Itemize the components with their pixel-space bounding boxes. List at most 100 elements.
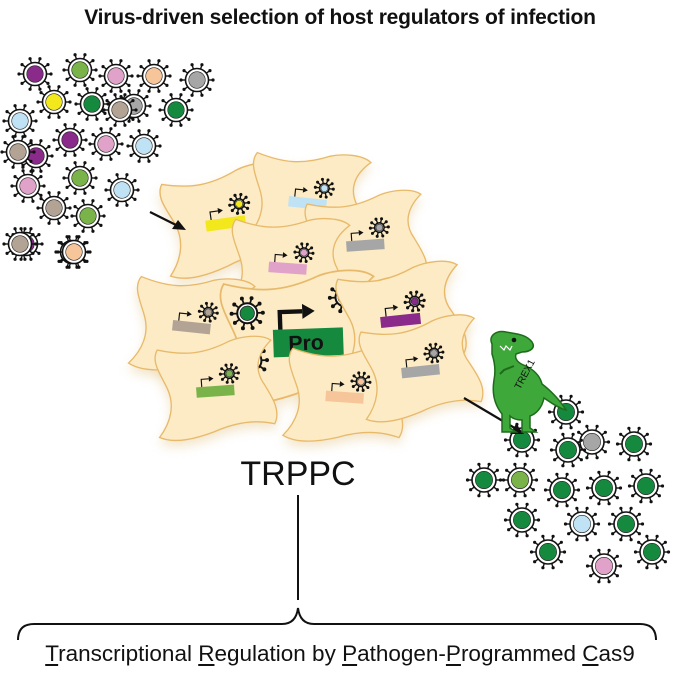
virus-core [27, 66, 44, 83]
virus-spike-tip [583, 448, 586, 451]
virus-core [226, 370, 233, 377]
virus-spike-tip [567, 532, 570, 535]
virus-spike-tip [551, 535, 554, 538]
virus-spike-tip [99, 158, 102, 161]
virus-spike-tip [513, 494, 516, 497]
virus-spike-tip [39, 110, 42, 113]
virus-core [625, 435, 642, 452]
virus-spike-tip [559, 395, 562, 398]
virus-spike-tip [39, 216, 42, 219]
virus-spike-tip [131, 99, 134, 102]
virus-spike-tip [117, 133, 120, 136]
virus-spike-tip [37, 252, 40, 255]
virus-core [72, 62, 89, 79]
virus-spike-tip [95, 118, 98, 121]
virus-spike-tip [550, 448, 553, 451]
output-virus [586, 549, 622, 584]
virus-spike-tip [165, 65, 168, 68]
virus-spike-tip [13, 194, 16, 197]
virus-spike-tip [523, 494, 526, 497]
virus-spike-tip [39, 175, 42, 178]
virus-spike-tip [73, 161, 76, 164]
virus-spike-tip [560, 541, 563, 544]
input-virus [126, 129, 161, 163]
virus-spike-tip [11, 135, 14, 138]
input-virus [88, 127, 123, 161]
virus-core [136, 138, 153, 155]
virus-core [513, 511, 530, 528]
virus-spike-tip [551, 420, 554, 423]
virus-spike-tip [120, 142, 123, 145]
virus-spike-tip [169, 124, 172, 127]
virus-spike-tip [57, 116, 60, 119]
virus-spike-tip [77, 93, 80, 96]
virus-spike-tip [56, 250, 59, 253]
virus-core [583, 433, 600, 450]
virus-core [189, 72, 206, 89]
virus-spike-tip [21, 166, 24, 169]
virus-spike-tip [571, 433, 574, 436]
virus-spike-tip [619, 564, 622, 567]
virus-core [62, 132, 79, 149]
virus-spike-tip [507, 528, 510, 531]
virus-spike-tip [616, 496, 619, 499]
virus-core [72, 170, 89, 187]
virus-core [84, 96, 101, 113]
virus-spike-tip [616, 574, 619, 577]
virus-spike-tip [645, 566, 648, 569]
virus-spike-tip [619, 507, 622, 510]
virus-spike-tip [113, 124, 116, 127]
virus-spike-tip [52, 138, 55, 141]
virus-spike-tip [65, 110, 68, 113]
virus-spike-tip [94, 68, 97, 71]
virus-spike-tip [208, 88, 211, 91]
virus-spike-tip [158, 144, 161, 147]
virus-spike-tip [119, 59, 122, 62]
virus-spike-tip [28, 57, 31, 60]
virus-spike-tip [65, 167, 68, 170]
virus-spike-tip [182, 69, 185, 72]
virus-spike-tip [47, 191, 50, 194]
virus-spike-tip [148, 104, 151, 107]
virus-spike-tip [81, 148, 84, 151]
virus-spike-tip [65, 216, 68, 219]
virus-spike-tip [47, 116, 50, 119]
virus-spike-tip [581, 410, 584, 413]
virus-spike-tip [73, 53, 76, 56]
virus-spike-tip [36, 206, 39, 209]
virus-spike-tip [190, 94, 193, 97]
virus-spike-tip [525, 503, 528, 506]
virus-spike-tip [38, 57, 41, 60]
virus-spike-tip [62, 68, 65, 71]
virus-spike-tip [504, 518, 507, 521]
acronym-initial: P [342, 641, 357, 666]
virus-spike-tip [589, 574, 592, 577]
virus-spike-tip [525, 534, 528, 537]
virus-spike-tip [84, 138, 87, 141]
virus-spike-tip [589, 555, 592, 558]
acronym-initial: T [45, 641, 58, 666]
virus-core [114, 182, 131, 199]
virus-spike-tip [161, 118, 164, 121]
virus-spike-tip [200, 94, 203, 97]
dino-eye [512, 338, 517, 343]
virus-spike-tip [113, 93, 116, 96]
virus-spike-tip [67, 235, 70, 238]
virus-spike-tip [115, 173, 118, 176]
virus-spike-tip [547, 498, 550, 501]
virus-spike-tip [42, 184, 45, 187]
virus-spike-tip [23, 258, 26, 261]
virus-spike-tip [190, 108, 193, 111]
virus-spike-tip [655, 535, 658, 538]
virus-spike-tip [569, 426, 572, 429]
virus-spike-tip [107, 198, 110, 201]
input-virus [17, 57, 52, 91]
virus-core [643, 543, 660, 560]
virus-spike-tip [637, 560, 640, 563]
virus-spike-tip [541, 566, 544, 569]
virus-spike-tip [91, 78, 94, 81]
virus-spike-tip [608, 522, 611, 525]
virus-spike-tip [634, 550, 637, 553]
virus-spike-tip [561, 433, 564, 436]
virus-spike-tip [585, 538, 588, 541]
